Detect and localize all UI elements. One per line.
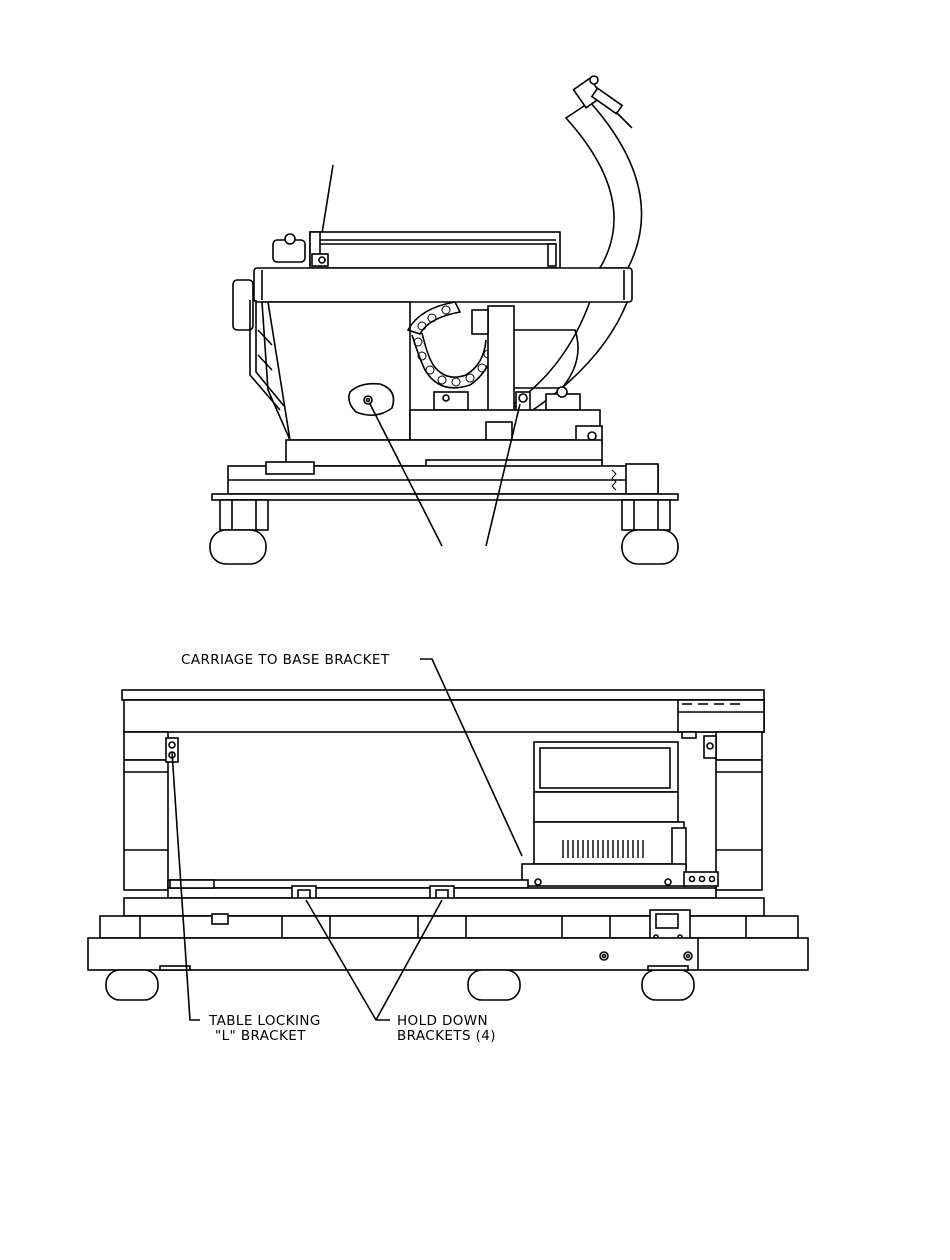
table-top	[254, 268, 632, 302]
label-hold-down-line1: HOLD DOWN	[397, 1013, 488, 1029]
leg-left	[220, 500, 268, 530]
front-foot-right	[642, 970, 694, 1000]
bottom-rail	[212, 494, 678, 500]
base-slats	[100, 916, 798, 938]
foot-right	[622, 530, 678, 564]
front-table-apron	[124, 700, 764, 732]
blade-guard	[310, 232, 560, 268]
leader-carriage-bracket	[420, 659, 522, 856]
foot-left	[210, 530, 266, 564]
electrical-box	[534, 742, 686, 868]
label-carriage-to-base-bracket: CARRIAGE TO BASE BRACKET	[181, 652, 390, 668]
label-hold-down-line2: BRACKETS (4)	[397, 1028, 496, 1044]
carriage-rail	[168, 880, 528, 888]
front-table-top	[122, 690, 764, 700]
front-column-right	[682, 732, 762, 890]
label-table-locking-line1: TABLE LOCKING	[208, 1013, 321, 1029]
main-housing	[262, 302, 410, 440]
front-view	[88, 659, 808, 1020]
side-view	[210, 76, 678, 564]
front-column-left	[124, 732, 168, 890]
label-table-locking-line2: "L" BRACKET	[215, 1028, 306, 1044]
base-beam	[88, 938, 808, 970]
center-bracket	[434, 392, 468, 410]
front-foot-center	[468, 970, 520, 1000]
carriage-to-base-bracket	[522, 864, 686, 886]
front-foot-left	[106, 970, 158, 1000]
leg-right	[622, 500, 670, 530]
